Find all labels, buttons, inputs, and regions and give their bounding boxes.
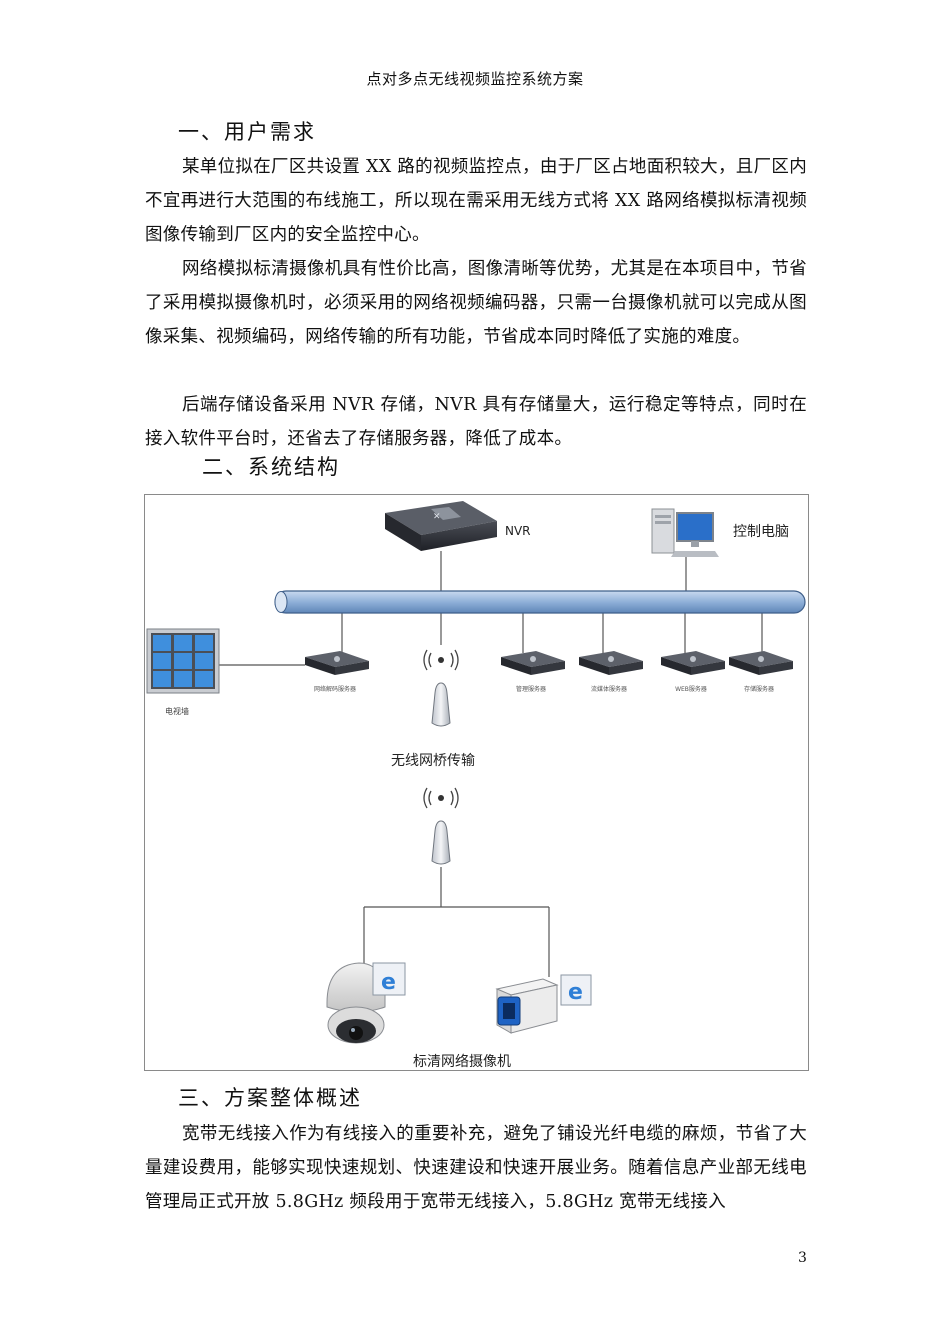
tv-wall-label: 电视墙 [165,706,189,716]
streaming-server-label: 流媒体服务器 [591,685,627,693]
camera-label: 标清网络摄像机 [413,1054,511,1070]
section-heading-3: 三、方案整体概述 [178,1086,362,1110]
computer-icon [651,508,719,557]
bridge-label: 无线网桥传输 [391,753,475,769]
system-structure-diagram: ✕ NVR 控制电脑 电视墙 [144,494,809,1071]
web-server-icon [661,651,725,675]
decoder-server-label: 网络解码服务器 [314,685,356,693]
nvr-icon: ✕ [385,501,497,551]
management-server-icon [501,651,565,675]
tv-wall-icon [146,628,220,694]
svg-text:✕: ✕ [433,512,441,522]
nvr-label: NVR [505,524,531,538]
storage-server-icon [729,651,793,675]
section-heading-2: 二、系统结构 [202,455,340,479]
management-server-label: 管理服务器 [516,685,546,693]
antenna-icon [423,787,459,865]
page-number: 3 [798,1250,807,1266]
web-server-label: WEB服务器 [675,685,707,693]
paragraph-3: 后端存储设备采用 NVR 存储，NVR 具有存储量大，运行稳定等特点，同时在接入… [145,395,807,449]
storage-server-label: 存储服务器 [744,685,774,693]
box-camera-icon: e [495,974,592,1034]
network-bus [274,590,806,614]
svg-text:e: e [381,970,396,995]
svg-text:e: e [568,980,583,1005]
page-header: 点对多点无线视频监控系统方案 [366,70,584,88]
section-heading-1: 一、用户需求 [178,120,316,144]
dome-camera-icon: e [326,962,406,1044]
antenna-icon [423,649,459,727]
decoder-server-icon [305,651,369,675]
paragraph-4: 宽带无线接入作为有线接入的重要补充，避免了铺设光纤电缆的麻烦，节省了大量建设费用… [145,1124,807,1212]
pc-label: 控制电脑 [733,524,789,540]
paragraph-1: 某单位拟在厂区共设置 XX 路的视频监控点，由于厂区占地面积较大，且厂区内不宜再… [145,157,807,245]
streaming-server-icon [579,651,643,675]
paragraph-2: 网络模拟标清摄像机具有性价比高，图像清晰等优势，尤其是在本项目中，节省了采用模拟… [145,259,807,347]
